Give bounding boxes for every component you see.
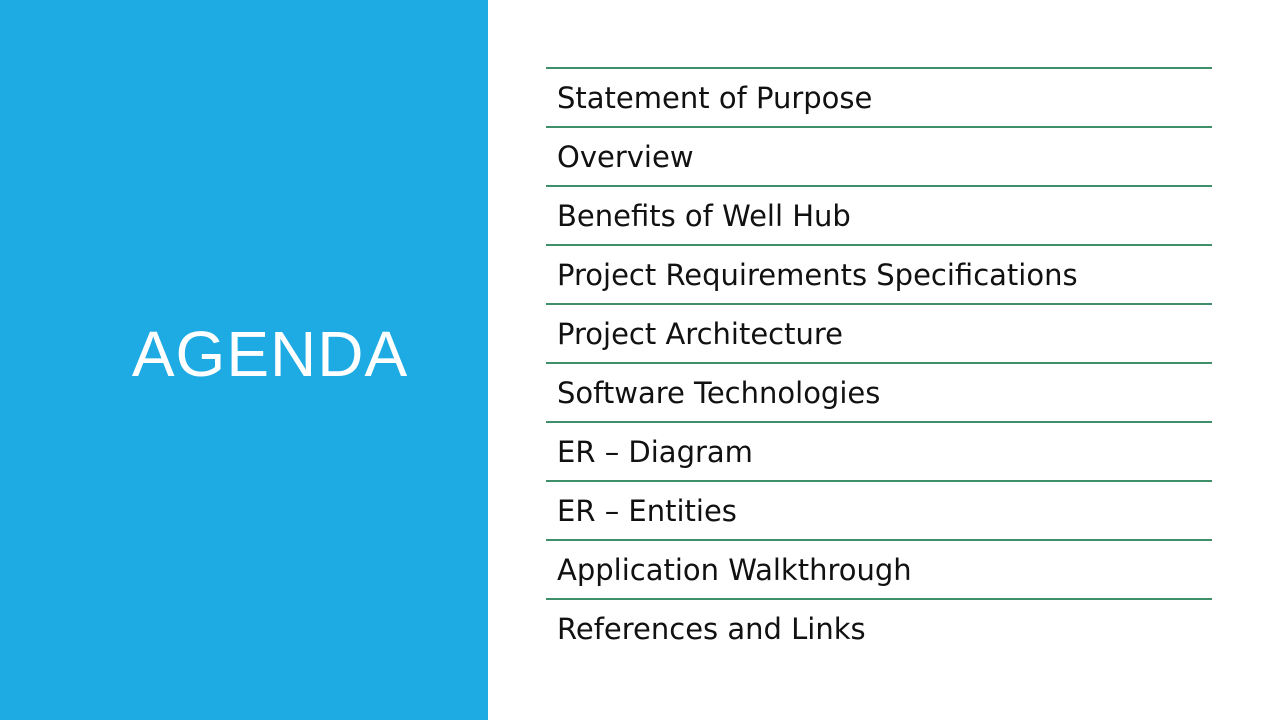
agenda-item-er-entities: ER – Entities bbox=[546, 482, 1212, 541]
agenda-item-architecture: Project Architecture bbox=[546, 305, 1212, 364]
agenda-list: Statement of Purpose Overview Benefits o… bbox=[546, 67, 1212, 657]
agenda-item-requirements: Project Requirements Specifications bbox=[546, 246, 1212, 305]
agenda-item-statement-of-purpose: Statement of Purpose bbox=[546, 69, 1212, 128]
agenda-item-overview: Overview bbox=[546, 128, 1212, 187]
title-panel bbox=[0, 0, 488, 720]
agenda-item-benefits: Benefits of Well Hub bbox=[546, 187, 1212, 246]
slide-title: AGENDA bbox=[131, 318, 409, 390]
agenda-item-walkthrough: Application Walkthrough bbox=[546, 541, 1212, 600]
agenda-item-er-diagram: ER – Diagram bbox=[546, 423, 1212, 482]
agenda-item-references: References and Links bbox=[557, 611, 866, 646]
agenda-item-technologies: Software Technologies bbox=[546, 364, 1212, 423]
